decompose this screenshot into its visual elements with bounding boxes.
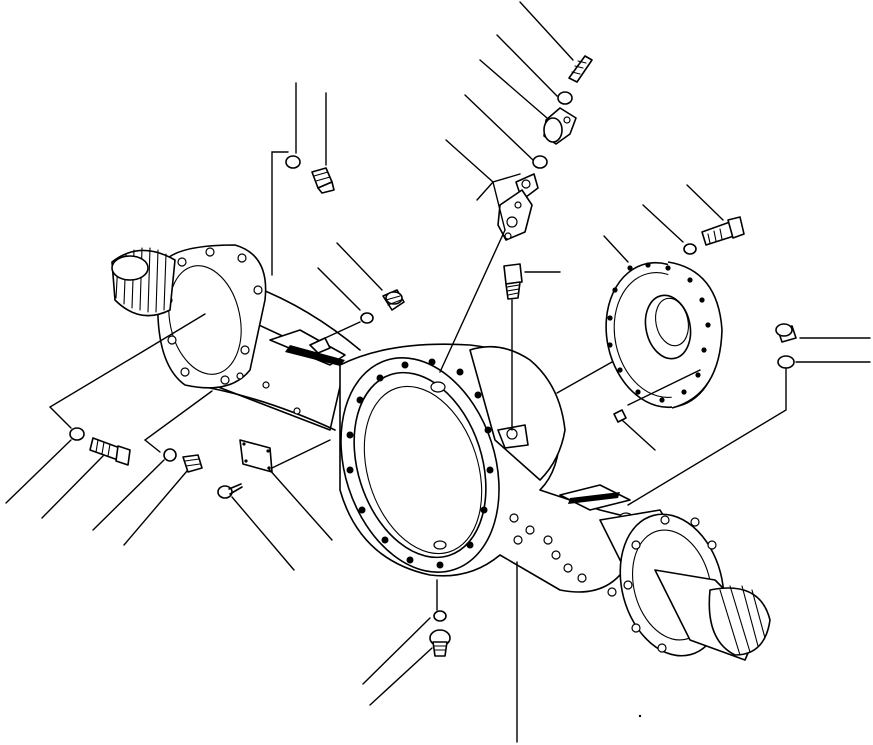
left-axle-spline — [111, 247, 176, 317]
name-plate — [239, 439, 273, 473]
breather-flange — [497, 189, 533, 241]
left-mount-bolt — [89, 437, 131, 466]
speck — [638, 714, 642, 718]
carrier-bracket — [605, 261, 723, 409]
carrier-washer — [683, 243, 697, 255]
left-drain-plug — [182, 454, 203, 473]
breather-plug — [503, 263, 523, 300]
breather-o-ring — [532, 155, 548, 169]
left-fill-o-ring — [360, 312, 374, 324]
breather-hose-bolt — [568, 55, 593, 83]
left-top-plug — [311, 167, 335, 194]
dowel-pin — [613, 409, 627, 423]
leader-lines — [5, 1, 871, 743]
carrier-bolt — [701, 216, 745, 246]
left-top-o-ring — [285, 155, 301, 169]
axle-housing — [111, 244, 771, 661]
left-drain-o-ring — [163, 448, 177, 462]
right-axle-spline — [654, 569, 771, 661]
left-mount-washer — [69, 427, 85, 441]
rivet-screw — [217, 483, 243, 499]
center-flange-opening — [353, 371, 487, 559]
breather-elbow — [543, 107, 577, 145]
left-fill-plug — [382, 289, 405, 311]
right-o-ring — [777, 355, 795, 369]
breather-hose-washer — [557, 91, 573, 105]
bottom-o-ring — [433, 610, 447, 622]
bottom-drain-plug — [429, 629, 451, 657]
right-plug — [775, 323, 797, 343]
